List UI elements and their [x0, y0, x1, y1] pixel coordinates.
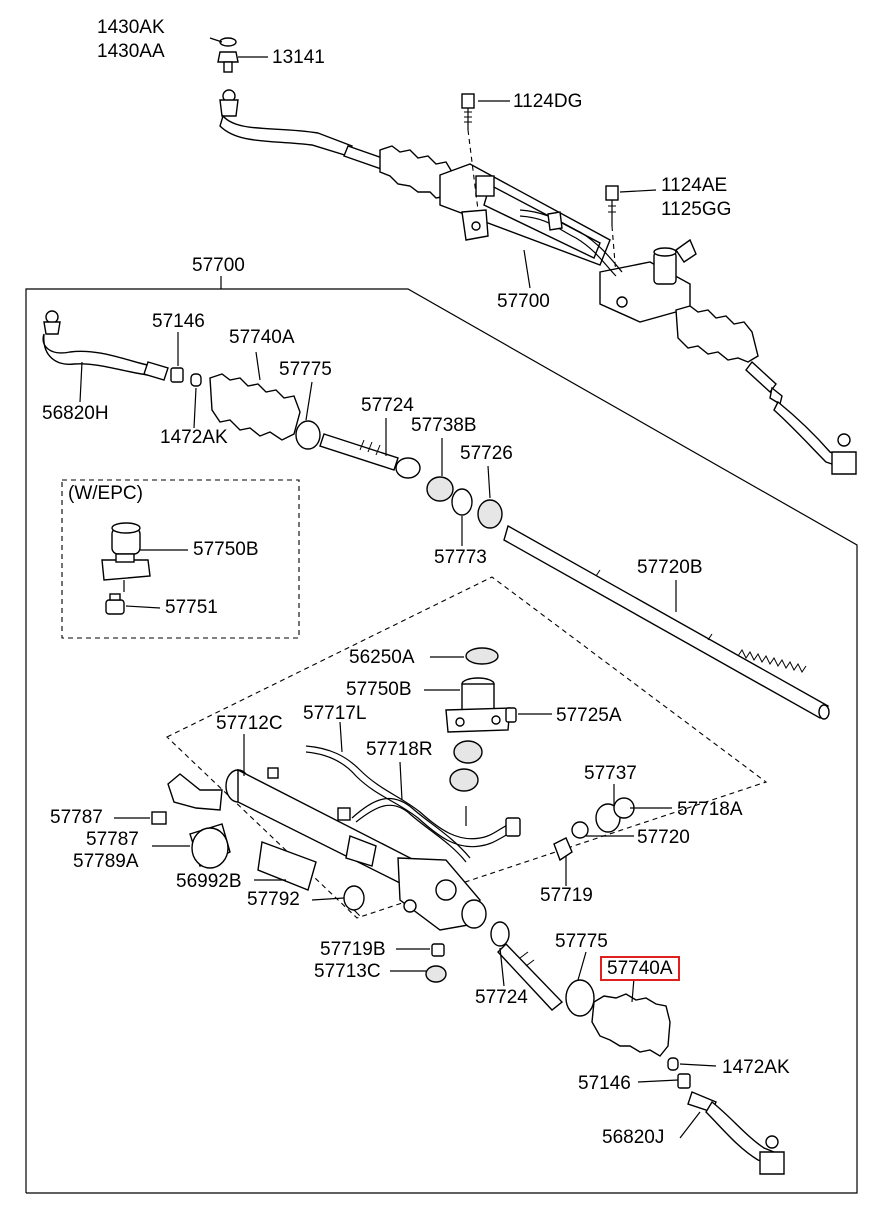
clip-1472ak-upper — [190, 373, 202, 387]
label-1472ak-lower: 1472AK — [722, 1057, 790, 1078]
label-57740a-highlighted[interactable]: 57740A — [600, 956, 680, 981]
label-56992b — [257, 841, 317, 891]
label-57720: 57720 — [637, 827, 690, 848]
epc-plug-57751 — [105, 593, 125, 615]
nut-57719b — [431, 943, 445, 957]
label-57792: 57792 — [247, 889, 300, 910]
yoke-parts-57737 — [553, 797, 635, 862]
bush-57726 — [477, 499, 503, 529]
label-56992b: 56992B — [176, 871, 242, 892]
boot-57740a-lower — [591, 993, 671, 1057]
label-57751: 57751 — [165, 597, 218, 618]
label-1124ae: 1124AE — [661, 175, 728, 196]
locknut-57146 — [170, 367, 184, 383]
epc-option-box — [61, 479, 300, 639]
cap-56250a — [465, 647, 499, 665]
label-56820h: 56820H — [42, 403, 109, 424]
valve-57750b — [445, 677, 511, 733]
label-1430ak: 1430AK — [97, 17, 165, 38]
label-1125gg: 1125GG — [661, 199, 732, 220]
locknut-57146-lower — [677, 1073, 691, 1089]
clip-1472ak-lower — [667, 1057, 679, 1071]
label-57719: 57719 — [540, 885, 593, 906]
bolt-57725a — [505, 707, 517, 723]
label-57787-b: 57787 — [86, 829, 139, 850]
label-57726: 57726 — [460, 443, 513, 464]
label-57146-upper: 57146 — [152, 311, 205, 332]
tie-rod-end-right — [687, 1091, 785, 1175]
label-1124dg: 1124DG — [513, 91, 583, 112]
label-57712c: 57712C — [216, 713, 283, 734]
label-57725a: 57725A — [556, 705, 622, 726]
label-57738b: 57738B — [411, 415, 477, 436]
label-57713c: 57713C — [314, 961, 381, 982]
label-57718a: 57718A — [677, 799, 743, 820]
leader-lines — [79, 37, 717, 1139]
complete-steering-gear — [217, 37, 857, 475]
label-57789a: 57789A — [73, 851, 139, 872]
pipe-57717l-57718r — [305, 745, 521, 863]
bearing-upper — [453, 740, 483, 764]
assembly-frame — [25, 276, 858, 1194]
cap-57792 — [343, 885, 365, 911]
bearing-lower — [449, 768, 479, 792]
label-57773: 57773 — [434, 547, 487, 568]
band-57775-lower — [565, 979, 595, 1017]
rack-57720b — [503, 524, 830, 720]
label-57718r: 57718R — [366, 739, 433, 760]
inner-tie-rod-57724-upper — [319, 433, 421, 479]
housing-57712c — [225, 767, 487, 931]
band-57775-upper — [295, 420, 321, 450]
label-57750b-epc: 57750B — [193, 539, 259, 560]
label-57146-lower: 57146 — [578, 1073, 631, 1094]
label-57787-a: 57787 — [50, 807, 103, 828]
label-1472ak-upper: 1472AK — [160, 427, 228, 448]
label-57724-upper: 57724 — [361, 395, 414, 416]
dashed-lead-57792 — [353, 909, 361, 917]
label-13141: 13141 — [272, 47, 325, 68]
housing-subassembly-box — [166, 576, 768, 919]
label-57724-lower: 57724 — [475, 987, 528, 1008]
bush-57738b — [426, 476, 454, 502]
label-57717l: 57717L — [303, 703, 367, 724]
label-57700-assembly: 57700 — [497, 291, 550, 312]
label-56820j: 56820J — [602, 1127, 665, 1148]
epc-valve-57750b — [101, 522, 151, 592]
label-57700-top: 57700 — [192, 255, 245, 276]
label-57775-lower: 57775 — [555, 931, 608, 952]
bracket-57787 — [151, 773, 223, 825]
label-57750b: 57750B — [346, 679, 412, 700]
label-57740a-upper: 57740A — [229, 327, 295, 348]
label-w-epc: (W/EPC) — [68, 483, 143, 504]
cap-57713c — [425, 965, 447, 983]
insulator-57789a — [189, 823, 231, 869]
label-57719b: 57719B — [320, 939, 386, 960]
label-56250a: 56250A — [349, 647, 415, 668]
boot-57740a-upper — [209, 373, 301, 441]
tie-rod-end-left — [42, 310, 169, 381]
inner-tie-rod-57724-lower — [490, 921, 564, 1011]
label-1430aa: 1430AA — [97, 41, 165, 62]
label-57737: 57737 — [584, 763, 637, 784]
label-57775-upper: 57775 — [279, 359, 332, 380]
ring-57773 — [451, 488, 473, 516]
label-57720b: 57720B — [637, 557, 703, 578]
